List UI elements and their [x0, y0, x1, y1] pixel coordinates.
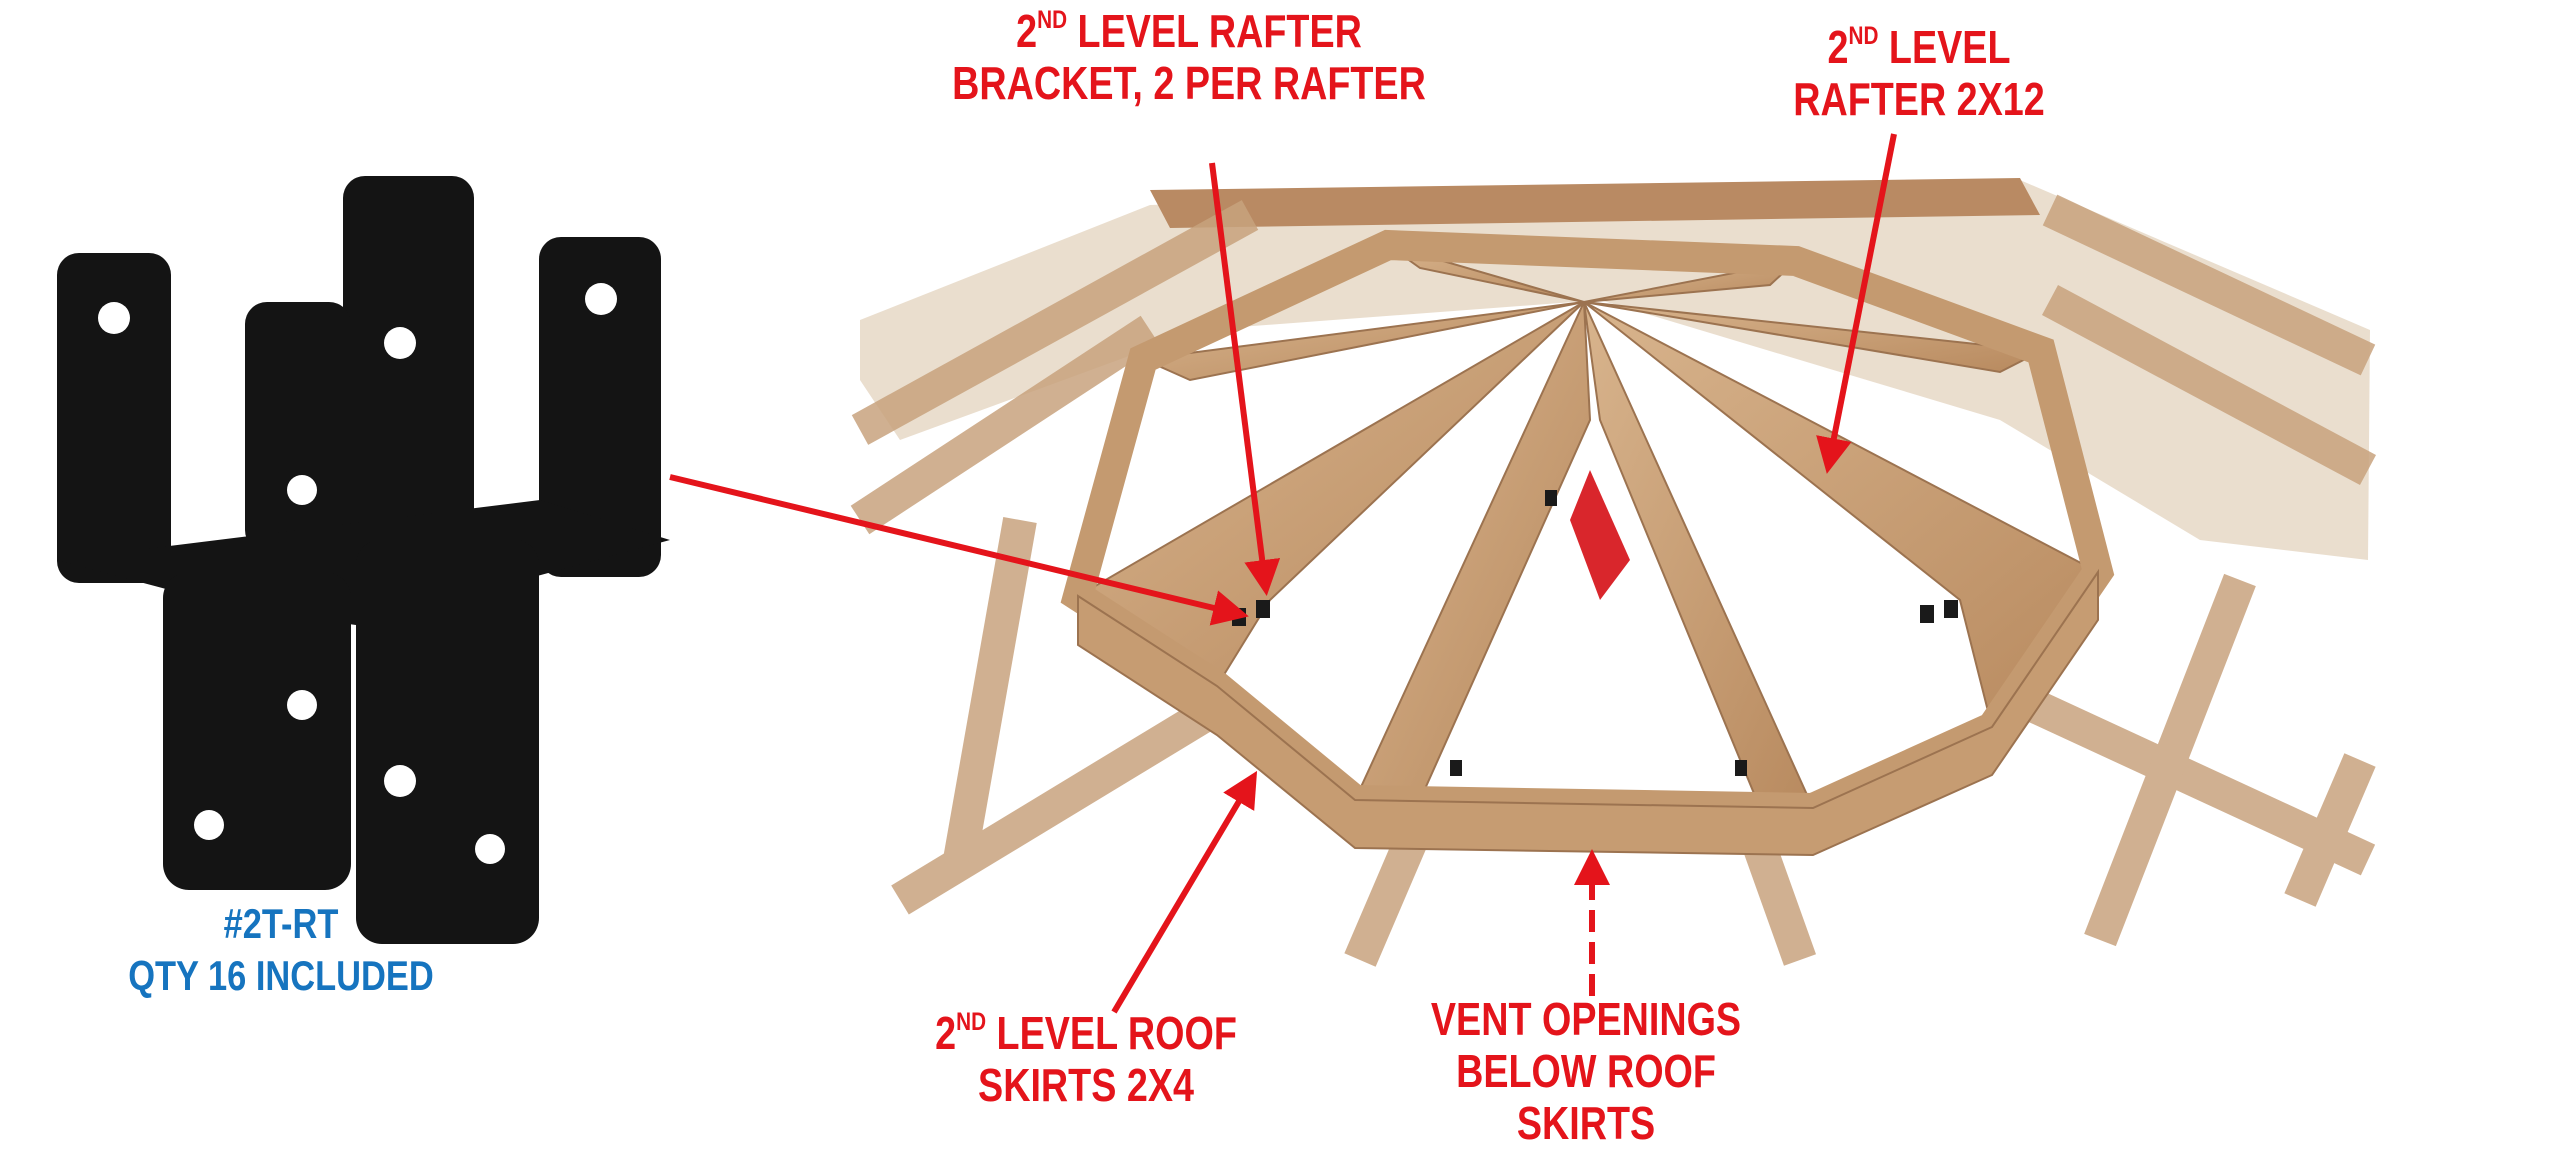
ordinal-number: 2: [1827, 21, 1849, 73]
bracket-pointer-arrow: [669, 474, 1249, 626]
callout-line: SKIRTS: [1516, 1097, 1656, 1149]
callout-roof-skirts: 2ND LEVEL ROOF SKIRTS 2X4: [935, 1007, 1237, 1114]
callout-line: LEVEL ROOF: [986, 1007, 1237, 1059]
part-code: #2T-RT: [223, 900, 339, 947]
bracket-callout-arrow: [1209, 162, 1281, 596]
ordinal-number: 2: [935, 1007, 957, 1059]
callout-line: BELOW ROOF: [1456, 1045, 1716, 1097]
callout-rafter-bracket: 2ND LEVEL RAFTER BRACKET, 2 PER RAFTER: [952, 5, 1426, 112]
ordinal-suffix: ND: [1848, 22, 1879, 51]
ordinal-number: 2: [1016, 5, 1038, 57]
ordinal-suffix: ND: [1037, 6, 1068, 35]
part-quantity: QTY 16 INCLUDED: [128, 952, 434, 999]
callout-vent-openings: VENT OPENINGS BELOW ROOF SKIRTS: [1431, 996, 1741, 1152]
ordinal-suffix: ND: [956, 1008, 987, 1037]
callout-line: LEVEL: [1878, 21, 2011, 73]
callout-line: BRACKET, 2 PER RAFTER: [952, 57, 1426, 109]
callout-line: LEVEL RAFTER: [1067, 5, 1362, 57]
skirts-callout-arrow: [1111, 770, 1258, 1014]
callout-line: RAFTER 2X12: [1793, 73, 2045, 125]
callout-line: VENT OPENINGS: [1430, 993, 1742, 1045]
rafter-callout-arrow: [1816, 133, 1897, 474]
part-info: #2T-RT QTY 16 INCLUDED: [128, 903, 434, 1007]
roof-frame-render: [850, 178, 2377, 967]
bracket-2t-rt-image: [57, 176, 670, 944]
callout-line: SKIRTS 2X4: [978, 1059, 1194, 1111]
callout-rafter-2x12: 2ND LEVEL RAFTER 2X12: [1793, 21, 2045, 128]
